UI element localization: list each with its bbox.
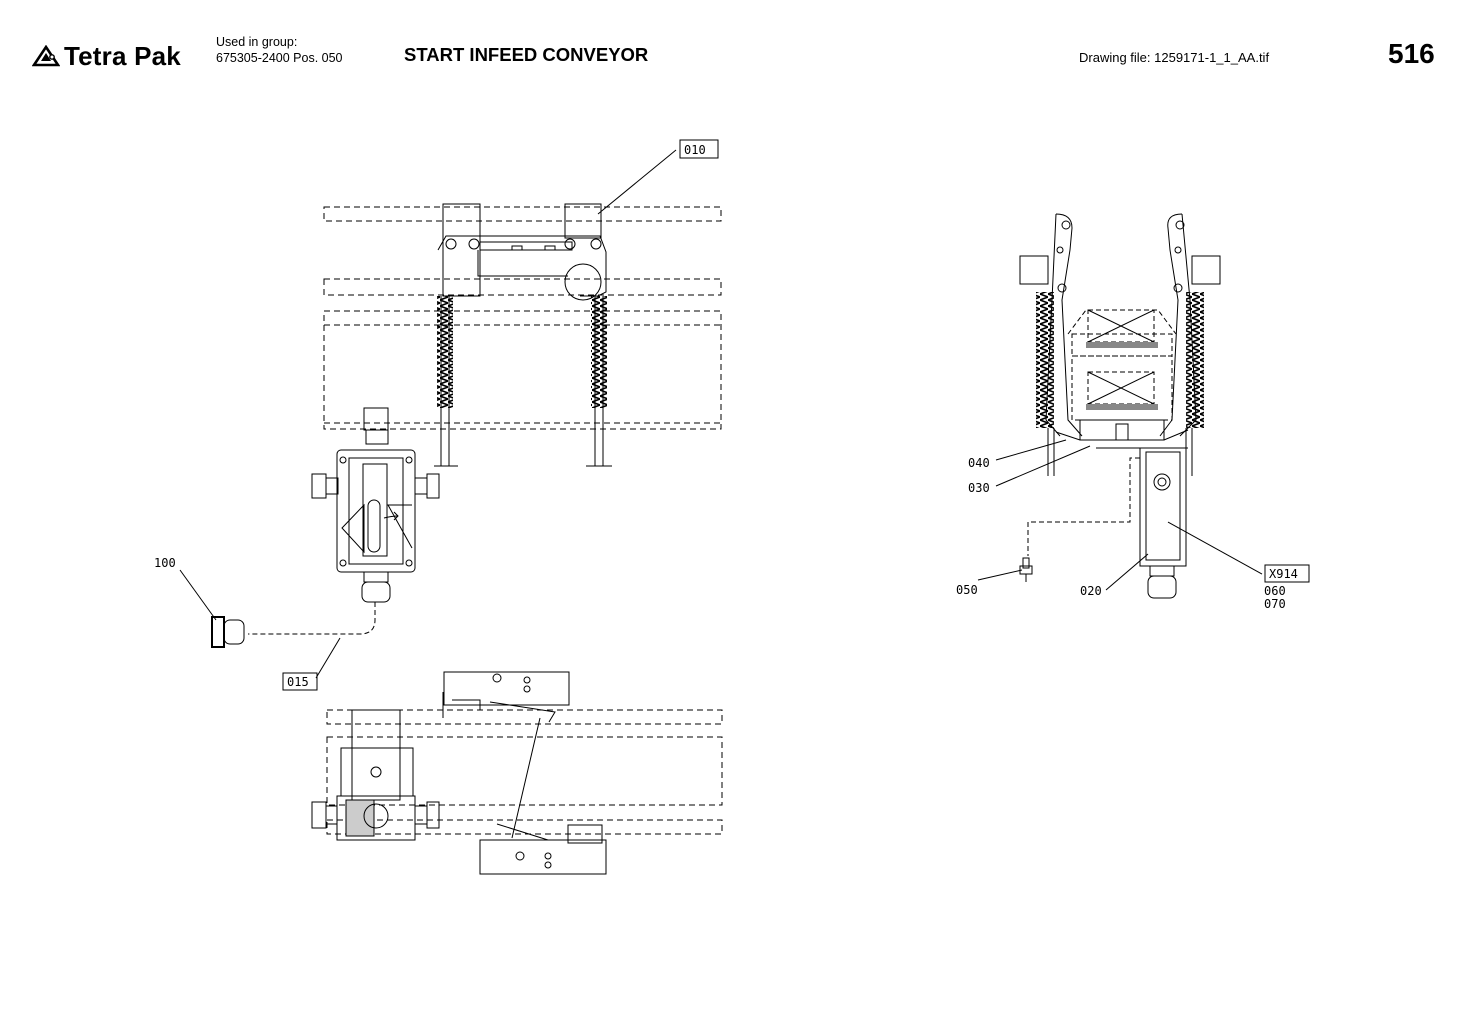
- side-view-assembly: [1019, 213, 1221, 599]
- page-number: 516: [1388, 38, 1435, 69]
- callout-box-015: [282, 672, 318, 691]
- used-in-group: Used in group: 675305-2400 Pos. 050: [216, 34, 343, 66]
- callout-100: 100: [154, 556, 176, 570]
- leader-lines: [179, 149, 1263, 679]
- callout-box-X914: [1264, 564, 1310, 583]
- used-in-group-label: Used in group:: [216, 35, 298, 49]
- callout-X914: X914: [1269, 567, 1298, 581]
- callout-040: 040: [968, 456, 990, 470]
- brand-name: Tetra Pak: [64, 40, 181, 71]
- connector-100: [211, 616, 245, 648]
- callout-015: 015: [287, 675, 309, 689]
- bracket-assembly-010: [434, 203, 612, 467]
- drawing-file: Drawing file: 1259171-1_1_AA.tif: [1079, 50, 1270, 65]
- brand-logo: Tetra Pak: [32, 38, 181, 74]
- page-title: START INFEED CONVEYOR: [404, 44, 649, 65]
- callout-010: 010: [684, 143, 706, 157]
- switch-housing: [248, 407, 440, 635]
- callout-030: 030: [968, 481, 990, 495]
- used-in-group-value: 675305-2400 Pos. 050: [216, 51, 343, 65]
- callout-060: 060: [1264, 584, 1286, 598]
- callout-020: 020: [1080, 584, 1102, 598]
- conveyor-rails-bottom: [326, 709, 723, 835]
- callout-box-010: [679, 139, 719, 159]
- callout-070: 070: [1264, 597, 1286, 611]
- conveyor-rails-top: [323, 206, 722, 430]
- callout-050: 050: [956, 583, 978, 597]
- tetra-pak-logo-icon: [32, 45, 60, 67]
- bottom-bracket: [311, 671, 607, 875]
